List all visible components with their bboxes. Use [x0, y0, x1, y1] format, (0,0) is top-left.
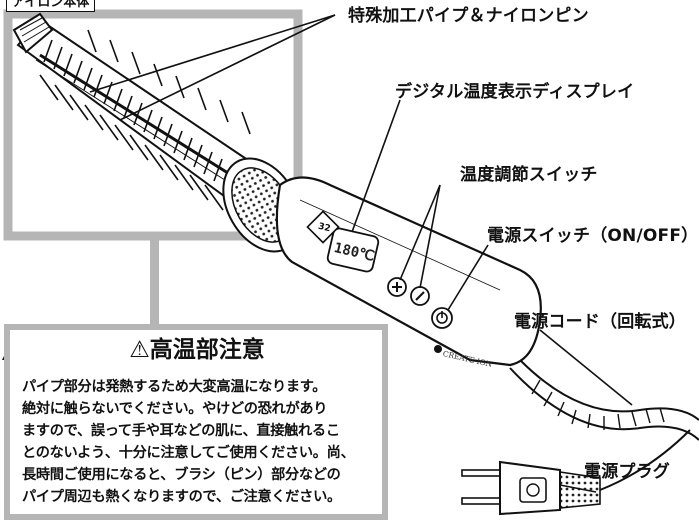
label-temp-switch: 温度調節スイッチ: [460, 165, 598, 185]
warning-line: パイプ周辺も熱くなりますので、ご注意ください。: [22, 489, 341, 505]
warning-line: ますので、誤って手や耳などの肌に、直接触れるこ: [22, 423, 340, 439]
warning-line: とのないよう、十分に注意してご使用ください。尚、: [22, 445, 355, 461]
iron-handle: [275, 176, 542, 367]
warning-text: パイプ部分は発熱するため大変高温になります。 絶対に触らないでください。やけどの…: [22, 376, 378, 508]
warning-box: ⚠高温部注意 パイプ部分は発熱するため大変高温になります。 絶対に触らないでくだ…: [4, 324, 388, 520]
label-cord: 電源コード（回転式）: [514, 312, 686, 332]
power-plug: [461, 460, 601, 516]
warning-title: ⚠高温部注意: [102, 334, 292, 366]
warning-line: パイプ部分は発熱するため大変高温になります。: [22, 379, 327, 395]
label-display: デジタル温度表示ディスプレイ: [395, 82, 635, 102]
brush-barrel: [12, 12, 272, 217]
warning-line: 長時間ご使用になると、ブラシ（ピン）部分などの: [22, 467, 341, 483]
warning-header: ⚠高温部注意: [10, 330, 382, 370]
label-pipe-pin: 特殊加工パイプ＆ナイロンピン: [348, 6, 589, 26]
warning-line: 絶対に触らないでください。やけどの恐れがあり: [22, 401, 328, 417]
zoom-frame: [3, 9, 303, 326]
label-plug: 電源プラグ: [584, 462, 670, 482]
power-cord: [509, 359, 699, 491]
section-tag: アイロン本体: [6, 0, 96, 12]
leader-lines: [89, 14, 633, 493]
label-power-switch: 電源スイッチ（ON/OFF）: [487, 226, 699, 246]
